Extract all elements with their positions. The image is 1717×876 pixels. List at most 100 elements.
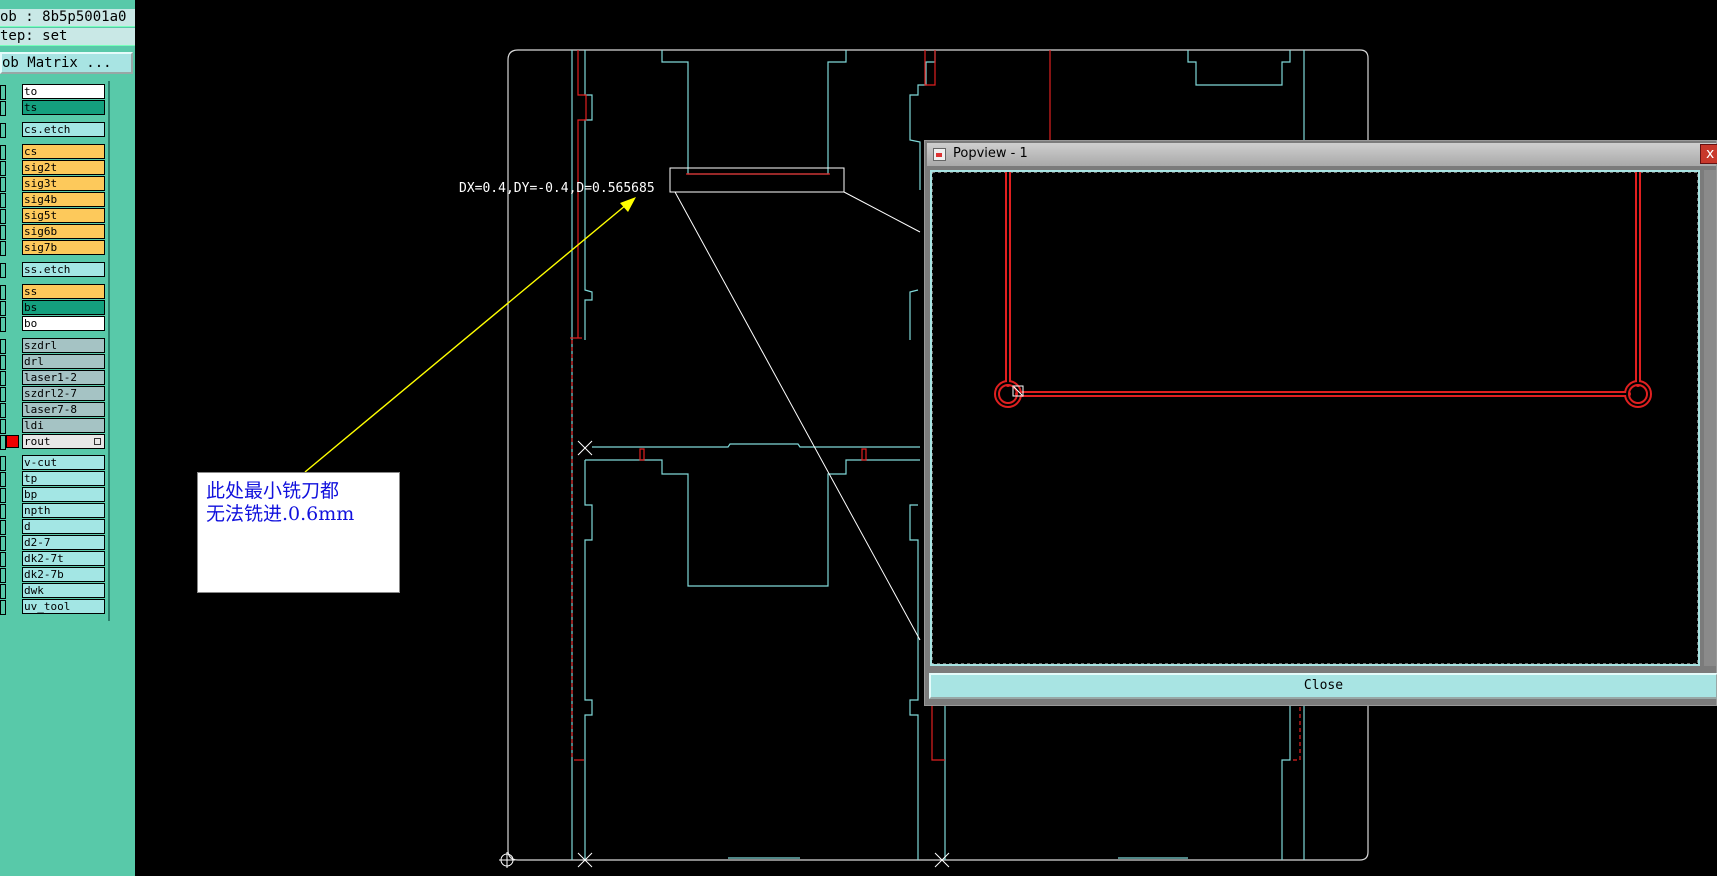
layer-name[interactable]: rout xyxy=(22,434,105,449)
layer-name[interactable]: ss xyxy=(22,284,105,299)
layer-row-ldi[interactable]: ldi xyxy=(0,418,108,434)
layer-checkbox[interactable] xyxy=(0,520,6,535)
layer-name[interactable]: cs xyxy=(22,144,105,159)
layer-checkbox[interactable] xyxy=(0,419,6,434)
layer-checkbox[interactable] xyxy=(0,177,6,192)
layer-row-sig6b[interactable]: sig6b xyxy=(0,224,108,240)
layer-row-ss.etch[interactable]: ss.etch xyxy=(0,262,108,278)
layer-checkbox[interactable] xyxy=(0,387,6,402)
layer-checkbox[interactable] xyxy=(0,101,6,116)
layer-checkbox[interactable] xyxy=(0,371,6,386)
layer-row-ss[interactable]: ss xyxy=(0,284,108,300)
layer-name[interactable]: sig2t xyxy=(22,160,105,175)
layer-name[interactable]: sig5t xyxy=(22,208,105,223)
layer-checkbox[interactable] xyxy=(0,584,6,599)
layer-name[interactable]: drl xyxy=(22,354,105,369)
layer-checkbox[interactable] xyxy=(0,355,6,370)
layer-checkbox[interactable] xyxy=(0,85,6,100)
layer-row-d2-7[interactable]: d2-7 xyxy=(0,535,108,551)
popview-scrollbar[interactable] xyxy=(1704,170,1716,666)
layer-name[interactable]: ss.etch xyxy=(22,262,105,277)
layer-checkbox[interactable] xyxy=(0,285,6,300)
layer-checkbox[interactable] xyxy=(0,301,6,316)
layer-name[interactable]: tp xyxy=(22,471,105,486)
layer-checkbox[interactable] xyxy=(0,225,6,240)
layer-row-dk2-7t[interactable]: dk2-7t xyxy=(0,551,108,567)
layer-name[interactable]: bo xyxy=(22,316,105,331)
layer-row-sig2t[interactable]: sig2t xyxy=(0,160,108,176)
layer-name[interactable]: szdrl xyxy=(22,338,105,353)
close-icon[interactable]: x xyxy=(1700,144,1717,164)
layer-name[interactable]: ts xyxy=(22,100,105,115)
layer-row-dk2-7b[interactable]: dk2-7b xyxy=(0,567,108,583)
layer-name[interactable]: ldi xyxy=(22,418,105,433)
layer-checkbox[interactable] xyxy=(0,600,6,615)
layer-row-npth[interactable]: npth xyxy=(0,503,108,519)
layer-checkbox[interactable] xyxy=(0,193,6,208)
layer-row-bp[interactable]: bp xyxy=(0,487,108,503)
layer-checkbox[interactable] xyxy=(0,241,6,256)
layer-checkbox[interactable] xyxy=(0,552,6,567)
layer-row-sig7b[interactable]: sig7b xyxy=(0,240,108,256)
layer-name[interactable]: dwk xyxy=(22,583,105,598)
layer-checkbox[interactable] xyxy=(0,456,6,471)
layer-row-sig4b[interactable]: sig4b xyxy=(0,192,108,208)
layer-checkbox[interactable] xyxy=(0,317,6,332)
layer-checkbox[interactable] xyxy=(0,403,6,418)
layer-row-cs[interactable]: cs xyxy=(0,144,108,160)
layer-checkbox[interactable] xyxy=(0,568,6,583)
layer-name[interactable]: dk2-7b xyxy=(22,567,105,582)
layer-name[interactable]: laser1-2 xyxy=(22,370,105,385)
layer-name[interactable]: dk2-7t xyxy=(22,551,105,566)
layer-row-uv_tool[interactable]: uv_tool xyxy=(0,599,108,615)
layer-row-tp[interactable]: tp xyxy=(0,471,108,487)
layer-row-to[interactable]: to xyxy=(0,84,108,100)
layer-row-v-cut[interactable]: v-cut xyxy=(0,455,108,471)
layer-name[interactable]: v-cut xyxy=(22,455,105,470)
job-matrix-button[interactable]: ob Matrix ... xyxy=(0,52,133,74)
layer-name[interactable]: to xyxy=(22,84,105,99)
layer-checkbox[interactable] xyxy=(0,339,6,354)
layer-checkbox[interactable] xyxy=(0,161,6,176)
layer-name[interactable]: sig7b xyxy=(22,240,105,255)
layer-row-sig5t[interactable]: sig5t xyxy=(0,208,108,224)
layer-row-bs[interactable]: bs xyxy=(0,300,108,316)
layer-name[interactable]: d2-7 xyxy=(22,535,105,550)
layer-checkbox[interactable] xyxy=(0,435,6,450)
layer-name[interactable]: bs xyxy=(22,300,105,315)
popview-canvas[interactable] xyxy=(930,170,1700,666)
layer-row-laser7-8[interactable]: laser7-8 xyxy=(0,402,108,418)
layer-name[interactable]: szdrl2-7 xyxy=(22,386,105,401)
layer-row-cs.etch[interactable]: cs.etch xyxy=(0,122,108,138)
layer-row-drl[interactable]: drl xyxy=(0,354,108,370)
layer-checkbox[interactable] xyxy=(0,123,6,138)
layer-checkbox[interactable] xyxy=(0,504,6,519)
layer-checkbox[interactable] xyxy=(0,536,6,551)
layer-menu-icon[interactable] xyxy=(94,438,101,445)
layer-row-ts[interactable]: ts xyxy=(0,100,108,116)
layer-name[interactable]: cs.etch xyxy=(22,122,105,137)
popview-titlebar[interactable]: Popview - 1 x xyxy=(927,143,1717,166)
close-button[interactable]: Close xyxy=(929,673,1717,699)
layer-name[interactable]: sig3t xyxy=(22,176,105,191)
layer-checkbox[interactable] xyxy=(0,472,6,487)
layer-row-laser1-2[interactable]: laser1-2 xyxy=(0,370,108,386)
layer-checkbox[interactable] xyxy=(0,488,6,503)
layer-name[interactable]: sig4b xyxy=(22,192,105,207)
layer-name[interactable]: d xyxy=(22,519,105,534)
layer-name[interactable]: sig6b xyxy=(22,224,105,239)
layer-checkbox[interactable] xyxy=(0,145,6,160)
layer-row-rout[interactable]: rout xyxy=(0,434,108,450)
layer-row-d[interactable]: d xyxy=(0,519,108,535)
layer-row-sig3t[interactable]: sig3t xyxy=(0,176,108,192)
layer-row-szdrl2-7[interactable]: szdrl2-7 xyxy=(0,386,108,402)
layer-row-szdrl[interactable]: szdrl xyxy=(0,338,108,354)
layer-name[interactable]: laser7-8 xyxy=(22,402,105,417)
layer-name[interactable]: npth xyxy=(22,503,105,518)
layer-name[interactable]: uv_tool xyxy=(22,599,105,614)
layer-row-bo[interactable]: bo xyxy=(0,316,108,332)
layer-row-dwk[interactable]: dwk xyxy=(0,583,108,599)
layer-checkbox[interactable] xyxy=(0,263,6,278)
layer-checkbox[interactable] xyxy=(0,209,6,224)
